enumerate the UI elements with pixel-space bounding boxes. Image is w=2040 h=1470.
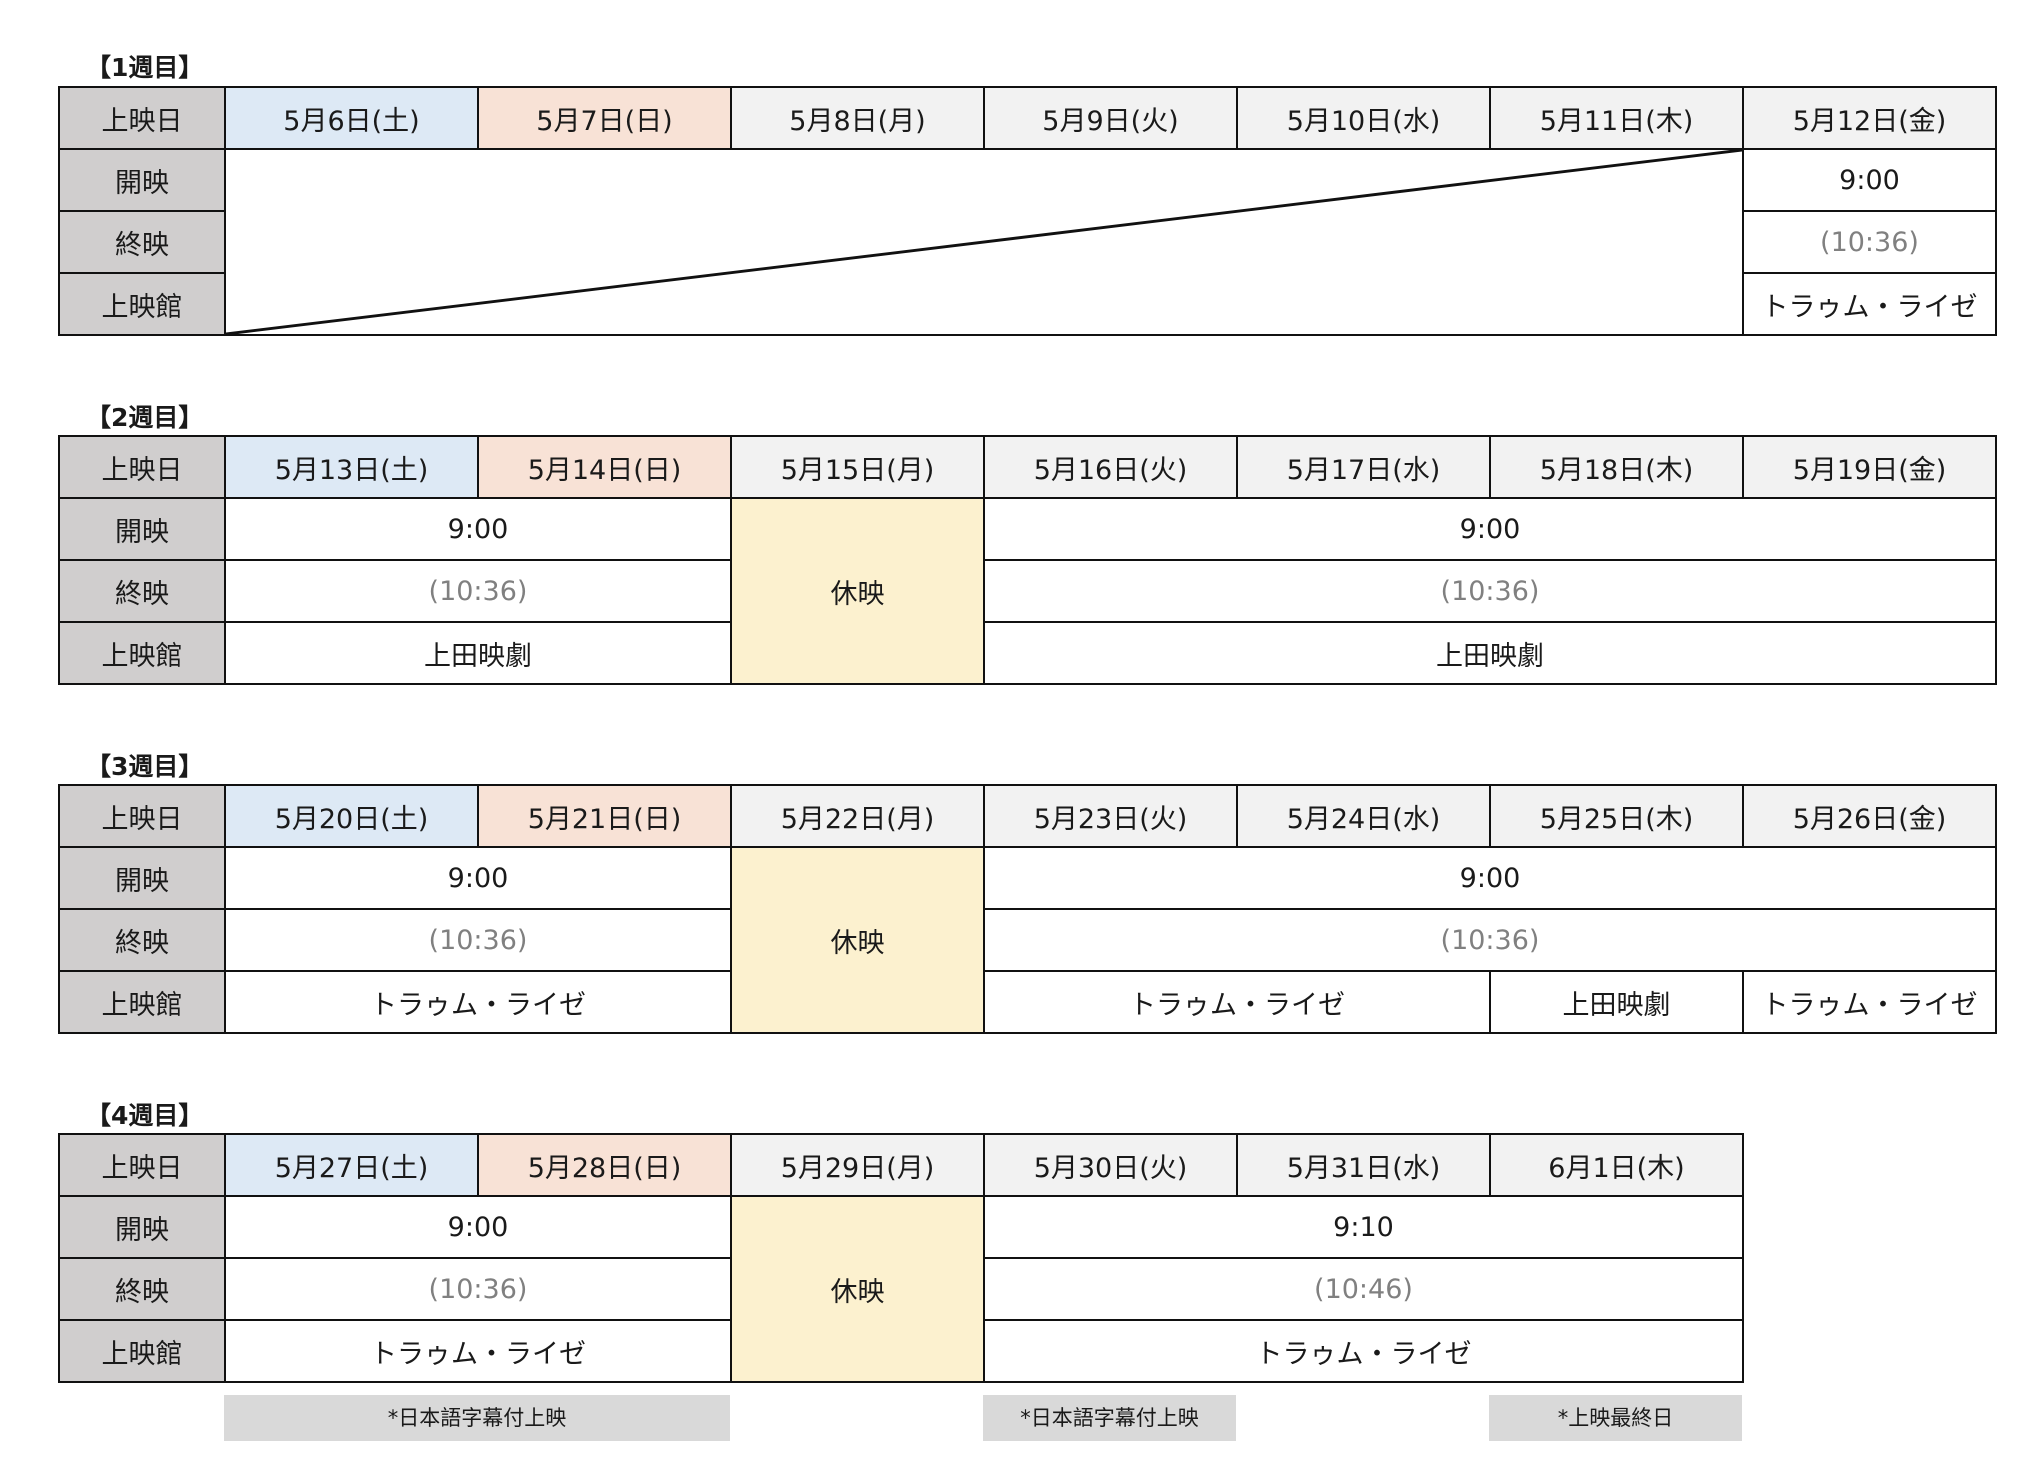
note-subtitled-screening: *日本語字幕付上映: [983, 1395, 1236, 1441]
note-final-day: *上映最終日: [1489, 1395, 1742, 1441]
theater-name: 上田映劇: [224, 621, 732, 685]
week1-table: 上映日 5月6日(土) 5月7日(日) 5月8日(月) 5月9日(火) 5月10…: [58, 86, 1997, 336]
row-header-start: 開映: [58, 846, 226, 910]
start-time: 9:00: [224, 1195, 732, 1259]
date-cell: 5月25日(木): [1489, 784, 1744, 848]
date-cell: 5月26日(金): [1742, 784, 1997, 848]
theater-name: トラゥム・ライゼ: [983, 970, 1491, 1034]
week3-table: 上映日 5月20日(土) 5月21日(日) 5月22日(月) 5月23日(火) …: [58, 784, 1997, 1034]
date-cell: 5月14日(日): [477, 435, 732, 499]
row-header-date: 上映日: [58, 1133, 226, 1197]
date-cell: 5月10日(水): [1236, 86, 1491, 150]
theater-name: トラゥム・ライゼ: [1742, 272, 1997, 336]
date-cell: 5月24日(水): [1236, 784, 1491, 848]
row-header-theater: 上映館: [58, 1319, 226, 1383]
row-header-end: 終映: [58, 210, 226, 274]
week2-title: 【2週目】: [86, 403, 204, 432]
row-header-theater: 上映館: [58, 970, 226, 1034]
theater-name: 上田映劇: [983, 621, 1997, 685]
row-header-end: 終映: [58, 559, 226, 623]
week4-title: 【4週目】: [86, 1101, 204, 1130]
start-time: 9:10: [983, 1195, 1744, 1259]
theater-name: トラゥム・ライゼ: [1742, 970, 1997, 1034]
row-header-date: 上映日: [58, 435, 226, 499]
date-cell: 5月8日(月): [730, 86, 985, 150]
date-cell: 5月30日(火): [983, 1133, 1238, 1197]
row-header-date: 上映日: [58, 784, 226, 848]
start-time: 9:00: [224, 846, 732, 910]
date-cell: 5月19日(金): [1742, 435, 1997, 499]
date-cell: 6月1日(木): [1489, 1133, 1744, 1197]
note-subtitled-screening: *日本語字幕付上映: [224, 1395, 730, 1441]
date-cell: 5月28日(日): [477, 1133, 732, 1197]
row-header-theater: 上映館: [58, 621, 226, 685]
start-time: 9:00: [983, 846, 1997, 910]
start-time: 9:00: [983, 497, 1997, 561]
no-screening-diagonal: [224, 148, 1744, 336]
end-time: (10:36): [983, 908, 1997, 972]
start-time: 9:00: [1742, 148, 1997, 212]
end-time: (10:36): [1742, 210, 1997, 274]
date-cell: 5月21日(日): [477, 784, 732, 848]
row-header-start: 開映: [58, 1195, 226, 1259]
week2-table: 上映日 5月13日(土) 5月14日(日) 5月15日(月) 5月16日(火) …: [58, 435, 1997, 685]
date-cell: 5月16日(火): [983, 435, 1238, 499]
date-cell: 5月17日(水): [1236, 435, 1491, 499]
theater-name: トラゥム・ライゼ: [224, 970, 732, 1034]
end-time: (10:36): [983, 559, 1997, 623]
date-cell: 5月9日(火): [983, 86, 1238, 150]
date-cell: 5月27日(土): [224, 1133, 479, 1197]
week1-title: 【1週目】: [86, 53, 204, 82]
row-header-end: 終映: [58, 908, 226, 972]
row-header-start: 開映: [58, 497, 226, 561]
date-cell: 5月7日(日): [477, 86, 732, 150]
date-cell: 5月31日(水): [1236, 1133, 1491, 1197]
end-time: (10:36): [224, 908, 732, 972]
date-cell: 5月6日(土): [224, 86, 479, 150]
date-cell: 5月11日(木): [1489, 86, 1744, 150]
closed-cell: 休映: [730, 846, 985, 1034]
date-cell: 5月23日(火): [983, 784, 1238, 848]
date-cell: 5月22日(月): [730, 784, 985, 848]
end-time: (10:36): [224, 559, 732, 623]
end-time: (10:46): [983, 1257, 1744, 1321]
date-cell: 5月20日(土): [224, 784, 479, 848]
closed-cell: 休映: [730, 497, 985, 685]
start-time: 9:00: [224, 497, 732, 561]
end-time: (10:36): [224, 1257, 732, 1321]
row-header-theater: 上映館: [58, 272, 226, 336]
date-cell: 5月15日(月): [730, 435, 985, 499]
theater-name: 上田映劇: [1489, 970, 1744, 1034]
week4-table: 上映日 5月27日(土) 5月28日(日) 5月29日(月) 5月30日(火) …: [58, 1133, 1744, 1383]
row-header-end: 終映: [58, 1257, 226, 1321]
row-header-date: 上映日: [58, 86, 226, 150]
diagonal-line-icon: [226, 150, 1742, 334]
week3-title: 【3週目】: [86, 752, 204, 781]
row-header-start: 開映: [58, 148, 226, 212]
theater-name: トラゥム・ライゼ: [224, 1319, 732, 1383]
date-cell: 5月12日(金): [1742, 86, 1997, 150]
date-cell: 5月18日(木): [1489, 435, 1744, 499]
theater-name: トラゥム・ライゼ: [983, 1319, 1744, 1383]
closed-cell: 休映: [730, 1195, 985, 1383]
date-cell: 5月29日(月): [730, 1133, 985, 1197]
date-cell: 5月13日(土): [224, 435, 479, 499]
